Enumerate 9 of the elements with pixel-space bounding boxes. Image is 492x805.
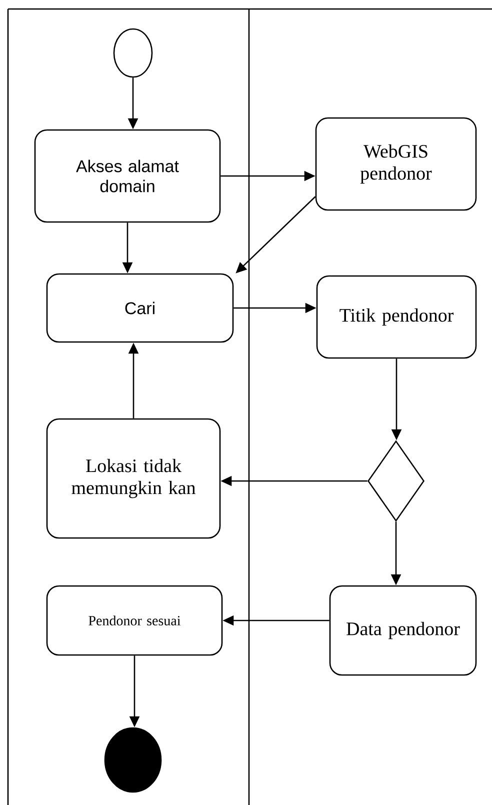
activity-box: Cari [46, 273, 234, 343]
activity-box: Lokasi tidak memungkin kan [46, 418, 221, 539]
activity-box: Akses alamat domain [34, 129, 221, 223]
activity-box: WebGIS pendonor [315, 117, 477, 211]
activity-box: Pendonor sesuai [46, 585, 223, 656]
activity-box: Data pendonor [329, 585, 477, 676]
end-node [104, 727, 162, 793]
activity-box: Titik pendonor [316, 275, 477, 359]
start-node [113, 28, 153, 78]
